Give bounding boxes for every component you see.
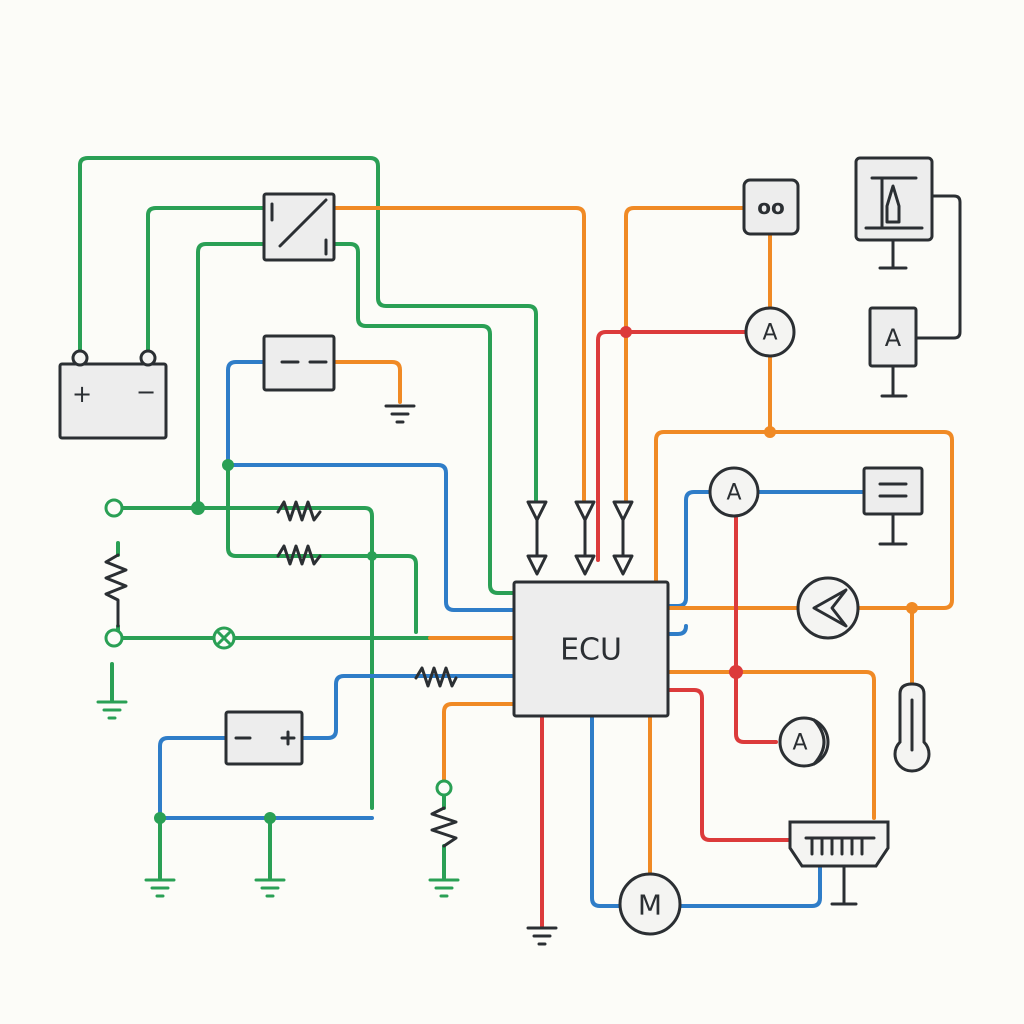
diode-array: [526, 500, 634, 576]
ground-icon: [96, 700, 128, 720]
relay-switch: [262, 192, 336, 262]
terminal-bottom: [104, 628, 124, 648]
fuse: [262, 334, 336, 392]
battery-plus-label: +: [72, 380, 92, 408]
ground-icon: [144, 878, 176, 898]
junction-dot: [222, 459, 234, 471]
terminal-top: [104, 498, 124, 518]
junction-dot: [764, 426, 776, 438]
battery-module: [224, 710, 304, 766]
ground-sensor: [428, 878, 460, 898]
motor-label: M: [638, 889, 662, 922]
ground-icon: [428, 878, 460, 898]
voltmeter-box-label: A: [885, 324, 902, 352]
ground-ecu: [526, 926, 558, 946]
instrument-top-right: [854, 156, 962, 340]
ammeter-top-label: A: [762, 321, 777, 346]
resistor-icon: [430, 806, 458, 848]
diode-icon: [574, 500, 596, 522]
lamp: [212, 626, 236, 650]
sensor-resistor: [430, 806, 458, 848]
diode-icon: [612, 554, 634, 576]
ground-icon: [254, 878, 286, 898]
relay-display-label: oo: [757, 195, 784, 219]
junction-dot: [154, 812, 166, 824]
connector-icon: [788, 820, 890, 868]
diagnostic-connector: [788, 820, 890, 906]
module-symbol-icon: [234, 730, 296, 746]
ammeter-mid-label: A: [726, 481, 741, 506]
blue-wires: [158, 360, 866, 908]
orange-wires: [332, 206, 954, 882]
motor: M: [618, 872, 682, 936]
junction-dot: [620, 326, 632, 338]
junction-dot: [729, 665, 743, 679]
ground-bl2: [254, 878, 286, 898]
resistor-icon: [276, 500, 322, 522]
display-panel: [862, 466, 924, 546]
ammeter-lower-label: A: [792, 731, 807, 756]
junction-dot: [367, 551, 377, 561]
junction-dot: [906, 602, 918, 614]
ammeter-top: A: [744, 306, 796, 358]
diode-icon: [526, 500, 548, 522]
junction-dot: [191, 501, 205, 515]
temperature-sensor: [893, 682, 931, 773]
battery-post-icon: [139, 349, 157, 367]
ground-icon: [384, 404, 416, 424]
display-lines-icon: [878, 482, 908, 498]
ecu-label: ECU: [560, 633, 622, 668]
resistor-2: [276, 544, 322, 566]
voltmeter-box: A: [868, 306, 918, 398]
battery-post-icon: [71, 349, 89, 367]
diode-icon: [574, 554, 596, 576]
probe-icon: [864, 176, 924, 230]
ground-icon: [526, 926, 558, 946]
diode-icon: [526, 554, 548, 576]
ground-fuse: [384, 404, 416, 424]
battery-minus-label: −: [136, 378, 156, 406]
pump-icon: [812, 588, 848, 628]
junction-dots: [154, 326, 918, 824]
ecu-module: ECU: [512, 580, 670, 718]
resistor-1: [276, 500, 322, 522]
terminals: [104, 498, 453, 797]
ammeter-lower: A: [778, 716, 830, 768]
junction-dot: [264, 812, 276, 824]
resistor-icon: [414, 666, 458, 688]
terminal-sensor: [435, 779, 453, 797]
switch-icon: [270, 198, 328, 256]
resistor-vertical: [104, 553, 128, 628]
pump-symbol: [796, 576, 860, 640]
green-wires: [78, 156, 538, 880]
battery: + −: [58, 349, 168, 440]
resistor-3: [414, 666, 458, 688]
resistor-icon: [276, 544, 322, 566]
ground-bl1: [144, 878, 176, 898]
ground-left: [96, 700, 128, 720]
diode-icon: [612, 500, 634, 522]
relay-display-box: oo: [742, 178, 800, 236]
ammeter-mid: A: [708, 466, 760, 518]
red-wires: [540, 330, 792, 928]
resistor-icon: [104, 553, 128, 628]
